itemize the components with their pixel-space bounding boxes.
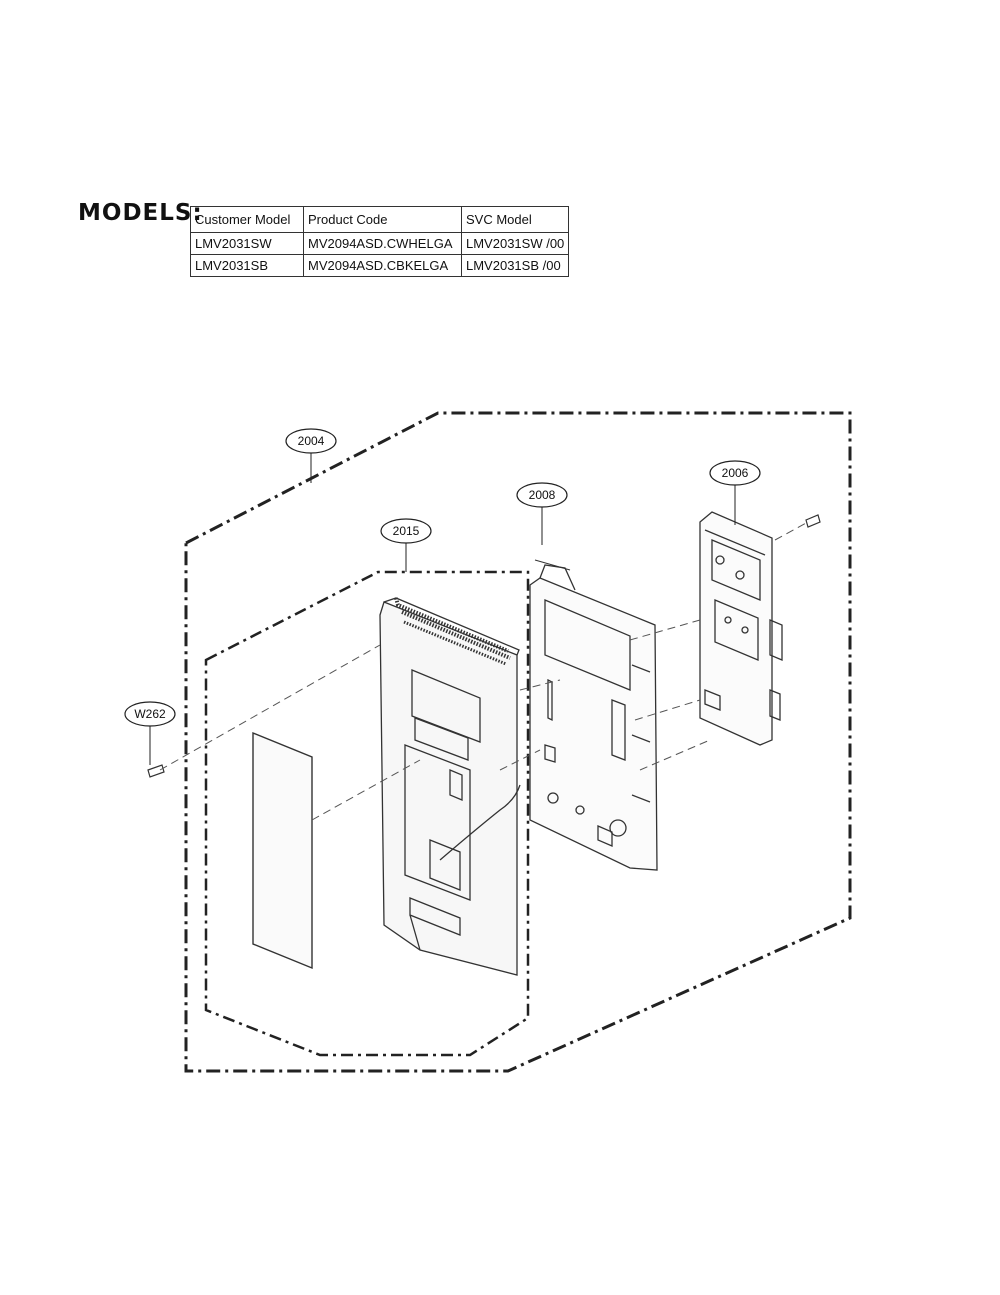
control-panel [379, 597, 521, 976]
models-heading: MODELS: [78, 200, 203, 226]
pcb-board [699, 511, 783, 746]
header-customer-model: Customer Model [190, 206, 304, 233]
callout-2015: 2015 [380, 518, 432, 544]
table-row: LMV2031SW MV2094ASD.CWHELGA LMV2031SW /0… [190, 232, 570, 255]
cell-svc-model: LMV2031SB /00 [460, 254, 570, 277]
header-product-code: Product Code [303, 206, 462, 233]
cell-product-code: MV2094ASD.CBKELGA [303, 254, 462, 277]
callout-2006: 2006 [709, 460, 761, 486]
assembly-boundary [184, 411, 852, 1073]
callout-label: 2008 [529, 488, 556, 502]
table-header-row: Customer Model Product Code SVC Model [190, 206, 570, 233]
cell-svc-model: LMV2031SW /00 [460, 232, 570, 255]
cell-customer-model: LMV2031SB [190, 254, 304, 277]
callout-w262: W262 [124, 701, 176, 727]
screw-w262 [147, 764, 165, 778]
window-film [252, 731, 313, 970]
header-svc-model: SVC Model [460, 206, 570, 233]
callout-2004: 2004 [285, 428, 337, 454]
screw-pcb [805, 514, 821, 528]
callout-label: 2015 [393, 524, 420, 538]
alignment-lines [159, 521, 809, 821]
callout-label: W262 [134, 707, 166, 721]
callout-2008: 2008 [516, 482, 568, 508]
models-table: Customer Model Product Code SVC Model LM… [190, 206, 570, 277]
table-row: LMV2031SB MV2094ASD.CBKELGA LMV2031SB /0… [190, 254, 570, 277]
leader-lines [149, 452, 736, 765]
callout-label: 2006 [722, 466, 749, 480]
panel-boundary [204, 570, 530, 1057]
callout-label: 2004 [298, 434, 325, 448]
mounting-bracket [529, 559, 658, 871]
